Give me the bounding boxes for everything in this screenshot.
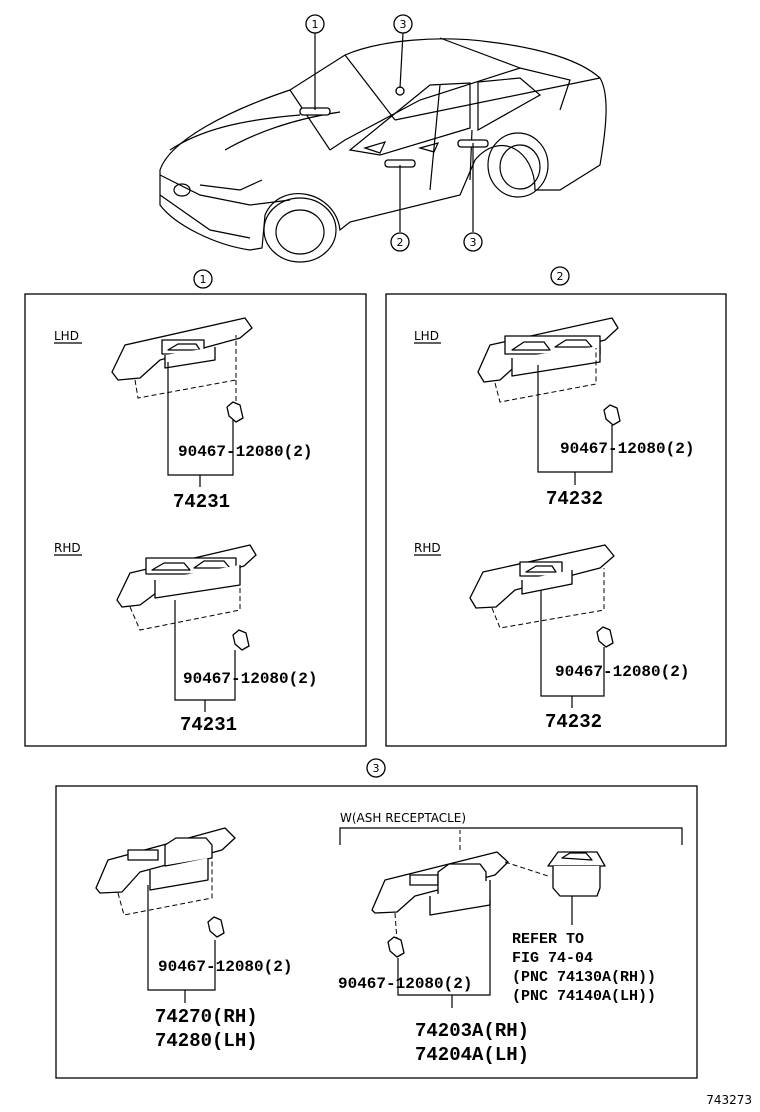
svg-text:2: 2 [397, 236, 404, 249]
svg-text:2: 2 [557, 270, 564, 283]
callout-2-car: 2 [390, 232, 410, 252]
svg-text:3: 3 [470, 236, 477, 249]
panel2-rhd-clip [596, 626, 614, 648]
panel3-left-part-lh: 74280(LH) [155, 1030, 258, 1052]
panel-1 [24, 293, 367, 747]
panel3-right-switch [371, 830, 509, 956]
panel3-left-clip [207, 916, 225, 938]
panel1-rhd-part-number: 74231 [180, 714, 237, 736]
panel1-lhd-clip [226, 380, 244, 423]
car-illustration [159, 32, 607, 263]
callout-2-panel: 2 [550, 266, 570, 286]
panel2-rhd-part-number: 74232 [545, 711, 602, 733]
panel1-rhd-label: RHD [54, 541, 81, 555]
refer-to-line-3: (PNC 74130A(RH)) [512, 969, 656, 986]
panel3-left-screw-label: 90467-12080(2) [158, 958, 292, 976]
panel3-right-screw-label: 90467-12080(2) [338, 975, 472, 993]
panel2-lhd-part-number: 74232 [546, 488, 603, 510]
callout-1-panel: 1 [193, 269, 213, 289]
svg-text:3: 3 [400, 18, 407, 31]
svg-text:1: 1 [312, 18, 319, 31]
panel2-lhd-switch [477, 317, 619, 403]
panel1-lhd-screw-label: 90467-12080(2) [178, 443, 312, 461]
panel2-rhd-label: RHD [414, 541, 441, 555]
callout-3-top: 3 [393, 14, 413, 34]
panel3-left-part-rh: 74270(RH) [155, 1006, 258, 1028]
panel2-lhd-clip [603, 404, 621, 426]
callout-1-top: 1 [305, 14, 325, 34]
panel2-rhd-switch [469, 544, 615, 629]
panel2-rhd-screw-label: 90467-12080(2) [555, 663, 689, 681]
panel1-lhd-part-number: 74231 [173, 491, 230, 513]
panel1-rhd-screw-label: 90467-12080(2) [183, 670, 317, 688]
panel3-left-switch [95, 827, 236, 916]
svg-text:3: 3 [373, 762, 380, 775]
panel3-right-header: W(ASH RECEPTACLE) [340, 811, 466, 825]
panel3-right-part-rh: 74203A(RH) [415, 1020, 529, 1042]
ash-receptacle [504, 851, 606, 897]
panel3-right-clip [387, 936, 405, 958]
panel1-lhd-switch [111, 317, 253, 399]
panel1-lhd-label: LHD [54, 329, 79, 343]
figure-number: 743273 [706, 1093, 752, 1107]
refer-to-line-4: (PNC 74140A(LH)) [512, 988, 656, 1005]
panel1-rhd-clip [232, 629, 250, 651]
refer-to-line-1: REFER TO [512, 931, 584, 948]
panel2-lhd-label: LHD [414, 329, 439, 343]
panel-2 [385, 293, 727, 747]
panel1-rhd-switch [116, 544, 257, 631]
panel-3 [55, 785, 698, 1079]
panel2-lhd-screw-label: 90467-12080(2) [560, 440, 694, 458]
panel3-right-part-lh: 74204A(LH) [415, 1044, 529, 1066]
svg-text:1: 1 [200, 273, 207, 286]
callout-3-panel: 3 [366, 758, 386, 778]
refer-to-line-2: FIG 74-04 [512, 950, 593, 967]
callout-3-car: 3 [463, 232, 483, 252]
marker-switch-3b [395, 86, 405, 96]
